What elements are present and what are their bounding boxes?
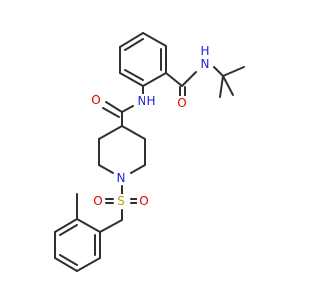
bond: [124, 38, 144, 51]
amide-nitrogen-right: N H: [198, 44, 212, 71]
bond: [98, 125, 123, 140]
amide-nitrogen-center: N H: [135, 94, 157, 108]
bond: [142, 32, 167, 47]
molecule-structure: O N H O N H N S O: [54, 32, 245, 272]
amide-hydrogen-center-label: H: [146, 94, 155, 108]
bond: [76, 257, 101, 272]
piperidine-nitrogen-label: N: [117, 171, 126, 185]
sulfonyl-sulfur-label: S: [117, 194, 125, 208]
bond: [54, 218, 78, 233]
bond: [222, 75, 234, 96]
amide-oxygen-top: O: [175, 96, 189, 110]
bond: [59, 224, 78, 236]
bond: [99, 219, 123, 233]
bond: [105, 101, 123, 113]
bond: [59, 254, 78, 266]
bond: [142, 72, 167, 87]
bond: [181, 71, 197, 87]
bond: [54, 257, 78, 272]
bond: [76, 218, 101, 233]
amide-oxygen-left-label: O: [91, 93, 100, 107]
amide-hydrogen-right-label: H: [200, 44, 209, 58]
atom-labels: O N H O N H N S O: [89, 44, 212, 208]
sulfonyl-oxygen-left: O: [91, 194, 105, 208]
sulfonyl-oxygen-right-label: O: [139, 194, 148, 208]
bond: [124, 69, 144, 81]
bonds: [54, 32, 245, 272]
bond: [130, 164, 146, 174]
bond: [102, 107, 120, 118]
sulfonyl-sulfur: S: [114, 194, 128, 208]
bond: [165, 72, 183, 87]
bond: [222, 66, 245, 77]
bond: [121, 125, 146, 140]
bond: [213, 66, 224, 77]
amide-nitrogen-right-label: N: [201, 57, 210, 71]
amide-oxygen-top-label: O: [177, 96, 186, 110]
bond: [219, 75, 224, 98]
bond: [98, 164, 114, 174]
amide-oxygen-left: O: [89, 93, 103, 107]
bond: [119, 32, 144, 48]
piperidine-nitrogen: N: [114, 171, 128, 185]
bond: [121, 105, 134, 113]
sulfonyl-oxygen-right: O: [137, 194, 151, 208]
amide-nitrogen-center-label: N: [138, 94, 147, 108]
sulfonyl-oxygen-left-label: O: [93, 194, 102, 208]
bond: [119, 72, 144, 87]
